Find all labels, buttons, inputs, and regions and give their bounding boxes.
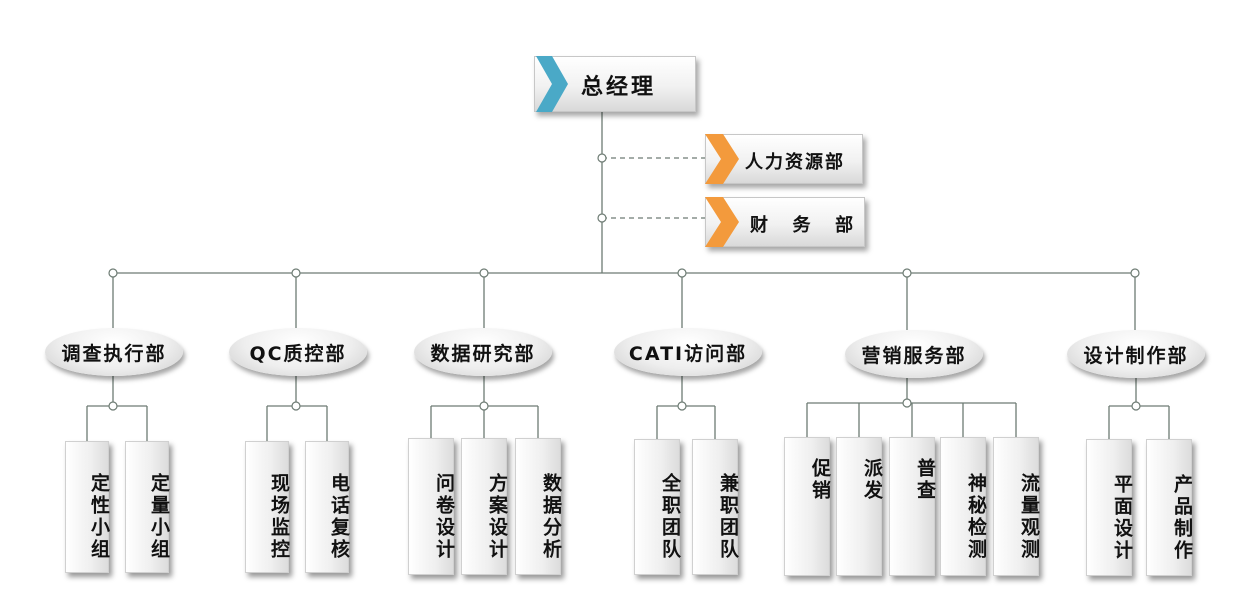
junction-dot <box>597 213 607 223</box>
dept-marketing-service: 营销服务部 <box>845 330 983 378</box>
team-traffic-observation: 流量观测 <box>993 437 1040 576</box>
dept-data-research: 数据研究部 <box>414 328 552 376</box>
junction-dot <box>108 401 118 411</box>
dept-qc: QC质控部 <box>229 328 367 376</box>
team-part-time: 兼职团队 <box>692 439 739 575</box>
team-mystery-check: 神秘检测 <box>940 437 987 576</box>
team-quantitative: 定量小组 <box>125 441 170 573</box>
team-plan-design: 方案设计 <box>461 438 508 575</box>
staff-label-finance: 财 务 部 <box>750 215 858 236</box>
staff-chevron-icon <box>705 134 739 184</box>
junction-dot <box>291 268 301 278</box>
team-product-making: 产品制作 <box>1146 439 1193 576</box>
staff-chevron-icon <box>705 197 739 247</box>
team-phone-review: 电话复核 <box>305 441 350 573</box>
team-graphic-design: 平面设计 <box>1086 439 1133 576</box>
team-distribution: 派发 <box>836 437 883 576</box>
junction-dot <box>479 401 489 411</box>
junction-dot <box>902 398 912 408</box>
team-promotion: 促销 <box>784 437 831 576</box>
dept-survey-execution: 调查执行部 <box>45 328 183 376</box>
team-questionnaire-design: 问卷设计 <box>408 438 455 575</box>
junction-dot <box>902 268 912 278</box>
team-full-time: 全职团队 <box>634 439 681 575</box>
team-qualitative: 定性小组 <box>65 441 110 573</box>
junction-dot <box>597 153 607 163</box>
team-census: 普查 <box>889 437 936 576</box>
junction-dot <box>1130 268 1140 278</box>
staff-label-hr: 人力资源部 <box>745 152 845 173</box>
junction-dot <box>1131 401 1141 411</box>
root-chevron-icon <box>536 56 568 112</box>
root-title: 总经理 <box>581 75 657 100</box>
dept-design-production: 设计制作部 <box>1067 330 1205 378</box>
junction-dot <box>677 401 687 411</box>
team-data-analysis: 数据分析 <box>515 438 562 575</box>
junction-dot <box>677 268 687 278</box>
junction-dot <box>479 268 489 278</box>
junction-dot <box>291 401 301 411</box>
dept-cati: CATI访问部 <box>614 328 762 376</box>
team-field-monitoring: 现场监控 <box>245 441 290 573</box>
junction-dot <box>108 268 118 278</box>
